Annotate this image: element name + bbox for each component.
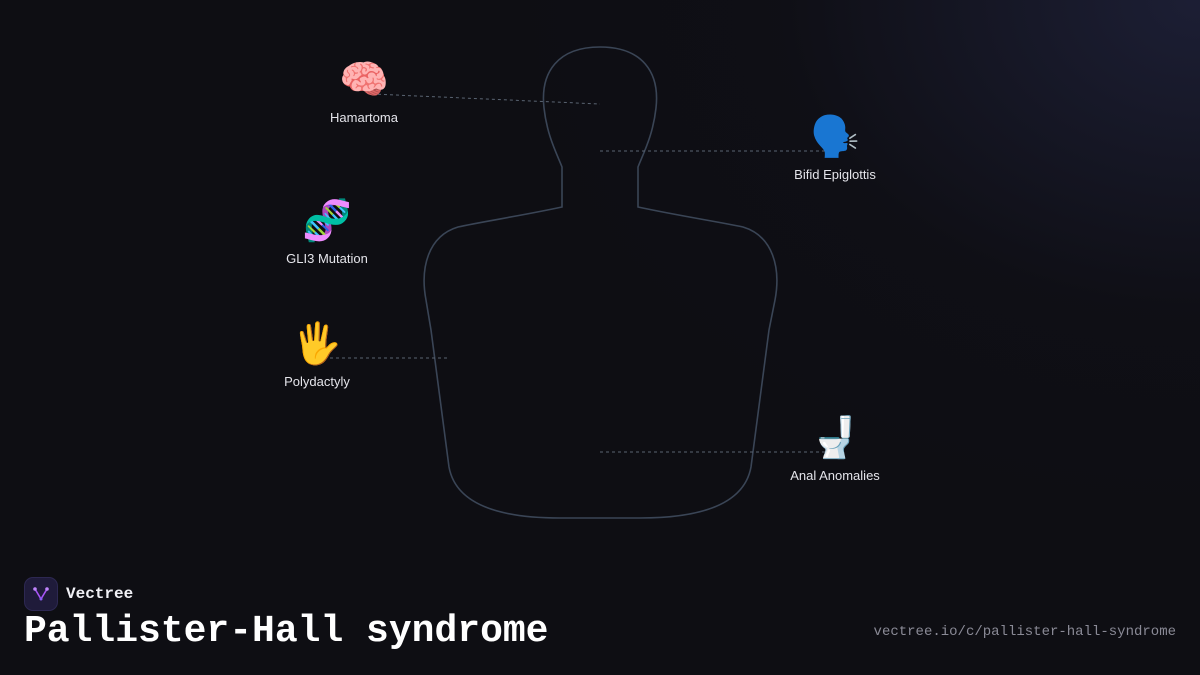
finding-label: Bifid Epiglottis bbox=[794, 167, 876, 182]
brain-icon: 🧠 bbox=[339, 57, 389, 103]
connector-hamartoma bbox=[371, 93, 601, 105]
raised-hand-icon: 🖐️ bbox=[292, 321, 342, 367]
finding-bifid-epiglottis: 🗣️ Bifid Epiglottis bbox=[794, 113, 876, 182]
toilet-icon: 🚽 bbox=[810, 415, 860, 461]
body-silhouette bbox=[423, 46, 778, 519]
finding-polydactyly: 🖐️ Polydactyly bbox=[284, 320, 350, 389]
finding-label: Anal Anomalies bbox=[790, 468, 880, 483]
speaking-head-icon: 🗣️ bbox=[810, 114, 860, 160]
finding-label: Hamartoma bbox=[330, 110, 398, 125]
finding-label: GLI3 Mutation bbox=[286, 251, 368, 266]
brand: Vectree bbox=[24, 577, 133, 611]
finding-label: Polydactyly bbox=[284, 374, 350, 389]
brand-name: Vectree bbox=[66, 585, 134, 603]
finding-hamartoma: 🧠 Hamartoma bbox=[330, 56, 398, 125]
page-url[interactable]: vectree.io/c/pallister-hall-syndrome bbox=[873, 624, 1176, 640]
page-title: Pallister-Hall syndrome bbox=[24, 610, 549, 653]
finding-anal-anomalies: 🚽 Anal Anomalies bbox=[790, 414, 880, 483]
finding-gli3-mutation: 🧬 GLI3 Mutation bbox=[286, 197, 368, 266]
vectree-logo-icon bbox=[24, 577, 58, 611]
dna-icon: 🧬 bbox=[302, 198, 352, 244]
